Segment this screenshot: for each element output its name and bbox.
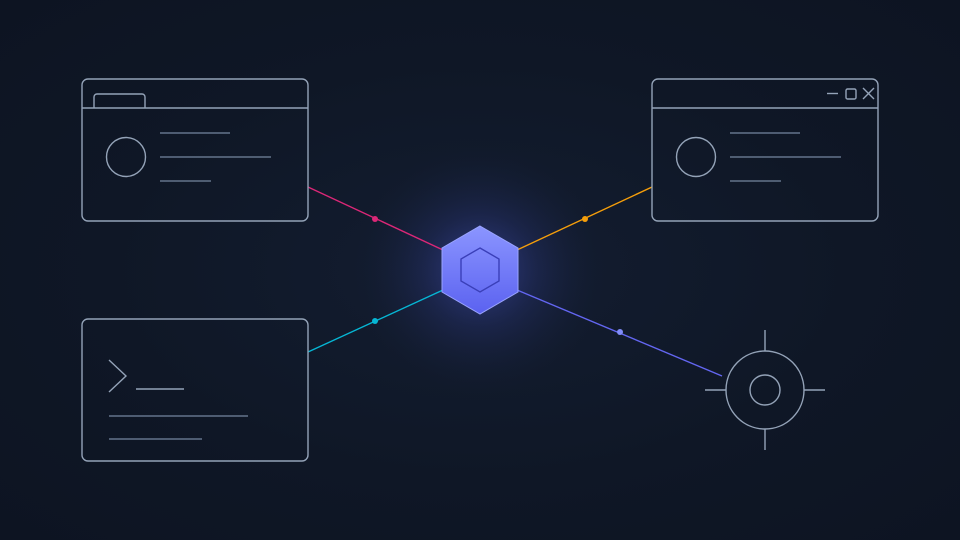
hub-inner-hexagon [460, 247, 500, 293]
link-window-dot [582, 216, 588, 222]
app-window-icon [651, 78, 879, 222]
crosshair-inner-ring [749, 374, 781, 406]
browser-frame [81, 78, 309, 222]
avatar-circle-icon [675, 136, 717, 178]
avatar-circle-icon [105, 136, 147, 178]
link-browser-dot [372, 216, 378, 222]
terminal-frame [81, 318, 309, 462]
link-target-dot [617, 329, 623, 335]
window-frame [651, 78, 879, 222]
close-icon [862, 87, 875, 100]
maximize-icon [845, 88, 857, 100]
link-terminal-dot [372, 318, 378, 324]
crosshair-outer-ring [725, 350, 805, 430]
hexagon-icon [441, 225, 519, 315]
tab-icon [93, 93, 146, 108]
hub-hexagon [441, 225, 519, 315]
crosshair-icon [705, 330, 825, 450]
browser-window-icon [81, 78, 309, 222]
connections [307, 186, 723, 377]
chevron-right-icon [108, 359, 128, 393]
terminal-icon [81, 318, 309, 462]
